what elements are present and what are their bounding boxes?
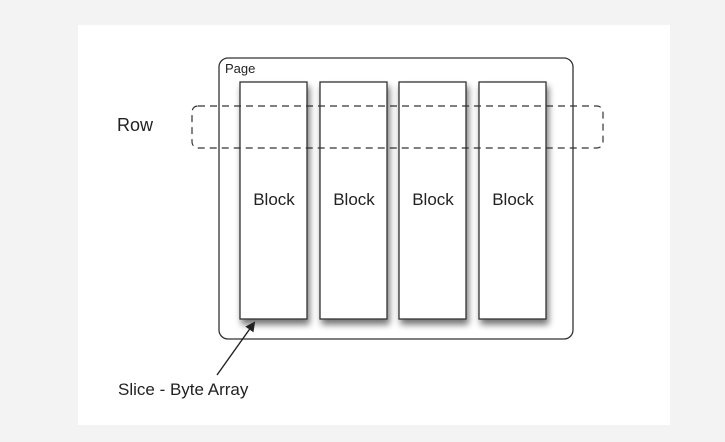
block-label-1: Block xyxy=(253,190,295,209)
row-label: Row xyxy=(117,115,154,135)
block-label-2: Block xyxy=(333,190,375,209)
block-3 xyxy=(398,81,467,320)
slice-arrow xyxy=(216,321,256,376)
block-1 xyxy=(239,81,308,320)
block-4 xyxy=(478,81,547,320)
block-label-3: Block xyxy=(412,190,454,209)
block-label-4: Block xyxy=(492,190,534,209)
block-2 xyxy=(319,81,388,320)
page-label: Page xyxy=(225,61,256,76)
slice-label: Slice - Byte Array xyxy=(118,380,249,399)
blocks-group xyxy=(239,81,547,320)
row-band xyxy=(191,105,604,149)
